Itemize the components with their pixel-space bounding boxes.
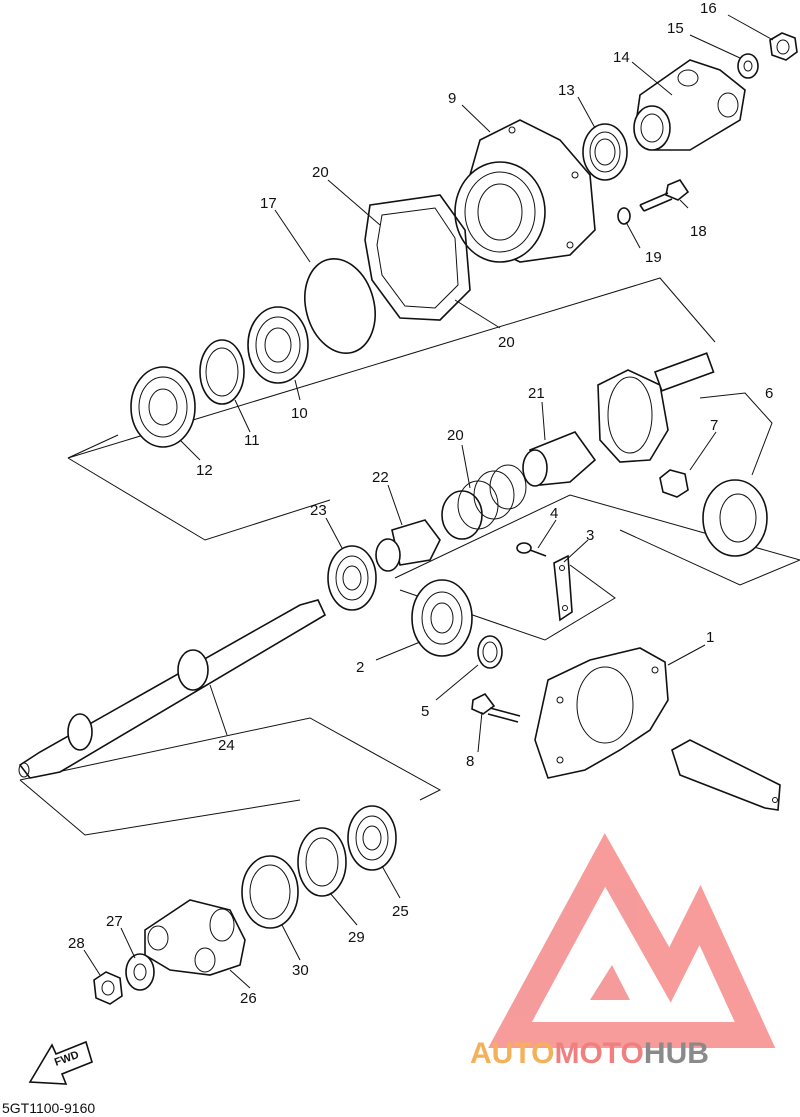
frame-mid bbox=[394, 494, 800, 586]
label-13: 13 bbox=[558, 82, 575, 99]
part-20-gasket bbox=[364, 194, 471, 321]
label-28: 27 bbox=[106, 913, 123, 930]
part-31-seal bbox=[241, 855, 299, 929]
frame-upper-bottom bbox=[67, 457, 331, 541]
part-18-bolt bbox=[639, 179, 690, 212]
part-11-needle-bearing bbox=[199, 339, 245, 405]
part-19-washer bbox=[617, 207, 631, 225]
label-21: 20 bbox=[447, 427, 464, 444]
part-23-collar bbox=[375, 519, 441, 572]
label-24: 23 bbox=[310, 502, 327, 519]
label-10: 10 bbox=[291, 405, 308, 422]
label-17: 17 bbox=[260, 195, 277, 212]
label-15: 15 bbox=[667, 20, 684, 37]
label-25: 24 bbox=[218, 737, 235, 754]
part-24-bearing bbox=[327, 545, 377, 611]
frame-upper-left bbox=[67, 434, 119, 459]
label-16: 16 bbox=[700, 0, 717, 17]
svg-text:AUTOMOTOHUB: AUTOMOTOHUB bbox=[470, 1037, 709, 1070]
watermark-moto: MOTO bbox=[554, 1037, 643, 1070]
leader-lines bbox=[83, 14, 774, 989]
label-26: 25 bbox=[392, 903, 409, 920]
frame-lower-bottom bbox=[19, 779, 301, 836]
label-1: 1 bbox=[706, 629, 714, 646]
part-16-nut bbox=[769, 32, 798, 61]
part-30-ring-nut bbox=[297, 827, 347, 897]
label-23: 22 bbox=[372, 469, 389, 486]
part-22-collar bbox=[522, 431, 597, 487]
part-9-housing bbox=[454, 119, 596, 263]
label-12: 12 bbox=[196, 462, 213, 479]
label-14: 14 bbox=[613, 49, 630, 66]
part-10-bearing bbox=[247, 306, 309, 384]
label-11: 11 bbox=[244, 432, 260, 449]
part-29-nut bbox=[93, 971, 123, 1005]
watermark-auto: AUTO bbox=[470, 1037, 554, 1070]
watermark-logo bbox=[488, 833, 776, 1048]
part-14-yoke bbox=[633, 59, 746, 151]
part-26-bearing bbox=[347, 805, 397, 871]
part-13-seal bbox=[582, 123, 628, 181]
label-22: 21 bbox=[528, 385, 545, 402]
label-20-bottom: 20 bbox=[498, 334, 515, 351]
part-28-washer bbox=[125, 953, 155, 991]
part-4-screw bbox=[516, 542, 547, 557]
label-5: 5 bbox=[421, 703, 429, 720]
part-27-yoke bbox=[144, 899, 246, 976]
part-12-bearing bbox=[130, 366, 196, 448]
part-6-gear-set bbox=[597, 352, 773, 557]
label-9: 9 bbox=[448, 90, 456, 107]
part-2-bearing bbox=[411, 579, 473, 657]
watermark-text: AUTOMOTOHUB bbox=[470, 1037, 709, 1070]
part-8-bolt bbox=[471, 692, 521, 723]
watermark-hub: HUB bbox=[644, 1037, 709, 1070]
label-8: 8 bbox=[466, 753, 474, 770]
diagram-code: 5GT1100-9160 bbox=[2, 1100, 95, 1116]
label-27: 26 bbox=[240, 990, 257, 1007]
part-17-o-ring bbox=[304, 258, 376, 354]
fwd-arrow: FWD bbox=[28, 1040, 93, 1085]
part-21-spring bbox=[441, 464, 527, 540]
label-29: 28 bbox=[68, 935, 85, 952]
part-25-drive-shaft bbox=[18, 599, 327, 779]
label-2: 2 bbox=[356, 659, 364, 676]
label-18: 18 bbox=[690, 223, 707, 240]
label-7: 7 bbox=[710, 417, 718, 434]
output-shaft bbox=[671, 739, 781, 811]
label-19: 19 bbox=[645, 249, 662, 266]
label-4: 4 bbox=[550, 505, 558, 522]
label-3: 3 bbox=[586, 527, 594, 544]
label-20-top: 20 bbox=[312, 164, 329, 181]
label-6: 6 bbox=[765, 385, 773, 402]
label-30: 29 bbox=[348, 929, 365, 946]
part-1-case bbox=[534, 647, 669, 779]
part-5-shim bbox=[477, 635, 503, 669]
part-3-plate bbox=[553, 554, 573, 622]
frame-lower bbox=[19, 717, 442, 801]
callout-labels: 16 15 14 13 9 20 17 18 19 20 10 11 12 6 … bbox=[68, 0, 773, 1007]
label-31: 30 bbox=[292, 962, 309, 979]
part-15-washer bbox=[737, 53, 759, 79]
frame-upper bbox=[67, 277, 716, 459]
part-7-nut bbox=[659, 469, 689, 498]
